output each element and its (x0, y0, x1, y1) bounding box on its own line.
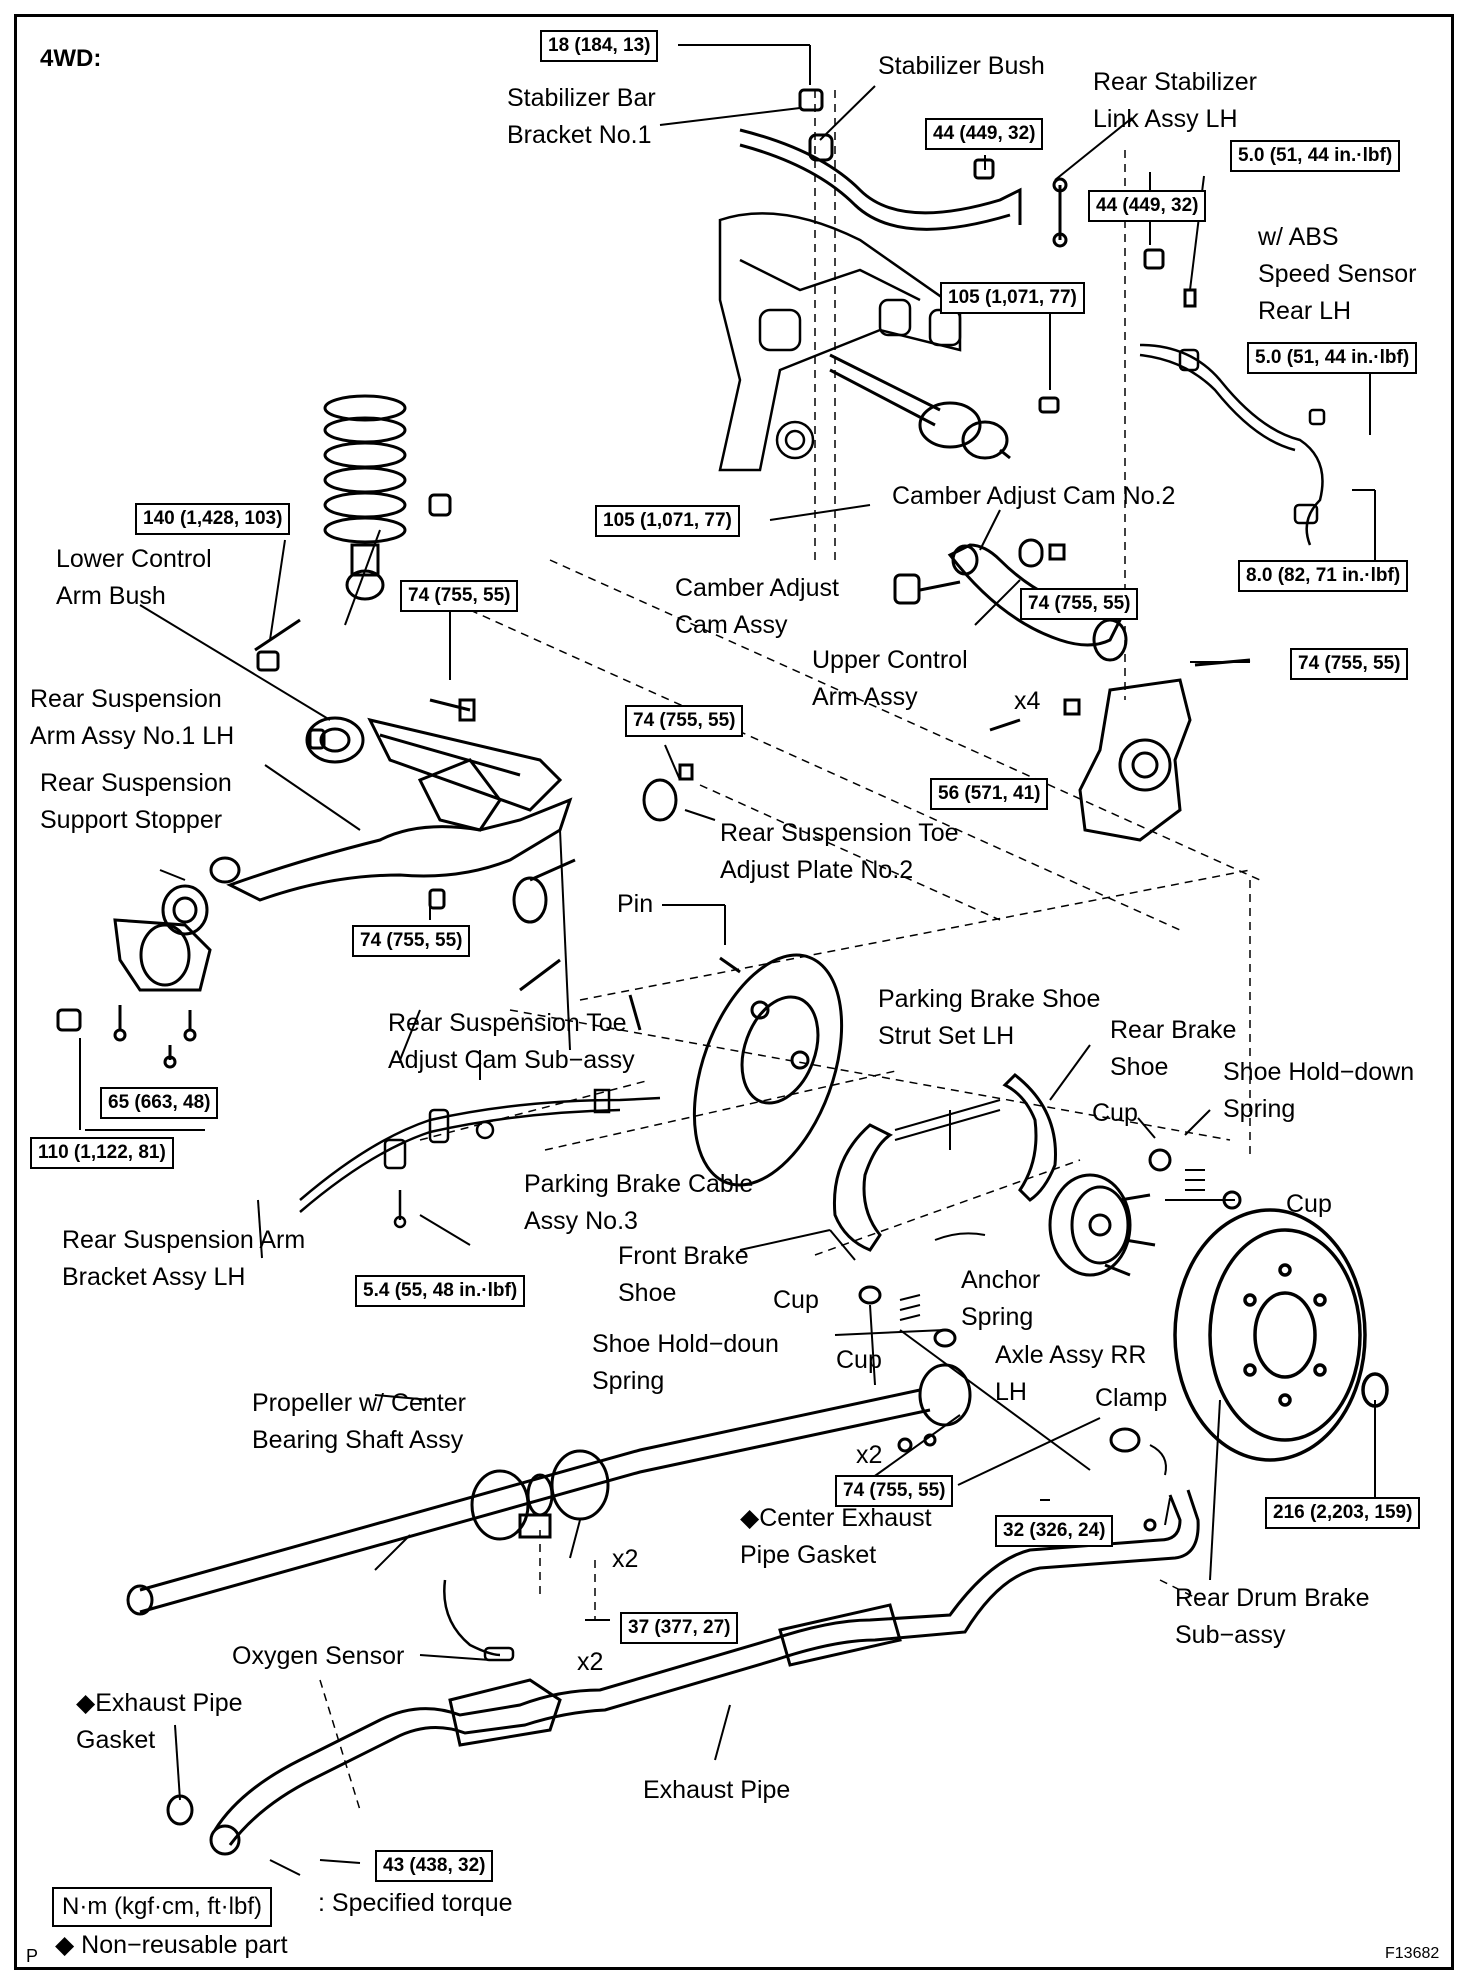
propeller-shaft (126, 1363, 972, 1616)
coil-spring-shock (254, 394, 452, 672)
label-shoe-holddown-spring-right: Shoe Hold−down Spring (1223, 1058, 1415, 1123)
label-exhaust-pipe-gasket: ◆Exhaust Pipe Gasket (76, 1685, 243, 1759)
torque-spec-center-bearing: 37 (377, 27) (620, 1612, 739, 1644)
label-camber-cam-no2: Camber Adjust Cam No.2 (892, 482, 1176, 510)
parking-brake-cable (299, 1088, 661, 1229)
drive-shaft (829, 353, 1060, 460)
label-cup-2: Cup (1286, 1190, 1332, 1218)
label-cup-3: Cup (773, 1286, 819, 1314)
label-rear-stabilizer-link: Rear Stabilizer Link Assy LH (1093, 68, 1257, 133)
label-lower-control-arm-bush: Lower Control Arm Bush (56, 545, 212, 610)
upper-control-arm (893, 538, 1128, 662)
nonreusable-mark: ◆ (740, 1504, 760, 1532)
label-arm-bracket: Rear Suspension Arm Bracket Assy LH (62, 1226, 306, 1291)
label-support-stopper: Rear Suspension Support Stopper (40, 769, 232, 834)
torque-spec-abs-sensor: 8.0 (82, 71 in.·lbf) (1238, 560, 1409, 592)
label-pin: Pin (617, 890, 654, 918)
torque-spec-stab-link-upper: 44 (449, 32) (925, 118, 1044, 150)
torque-spec-axle-nut: 216 (2,203, 159) (1265, 1497, 1421, 1529)
torque-spec-cable-bracket: 5.4 (55, 48 in.·lbf) (355, 1275, 526, 1307)
label-oxygen-sensor: Oxygen Sensor (232, 1642, 405, 1670)
brake-drum (1173, 1208, 1389, 1462)
label-cup-4: Cup (836, 1346, 882, 1374)
label-parking-brake-shoe-strut: Parking Brake Shoe Strut Set LH (878, 985, 1101, 1050)
lower-control-arm (305, 698, 563, 812)
label-exhaust-pipe-gasket-text: Exhaust Pipe Gasket (76, 1689, 243, 1754)
label-stabilizer-bush: Stabilizer Bush (878, 52, 1045, 80)
torque-spec-abs-bolt-lower: 5.0 (51, 44 in.·lbf) (1247, 342, 1418, 374)
torque-spec-bracket-bolt: 18 (184, 13) (540, 30, 659, 62)
label-parking-brake-cable: Parking Brake Cable Assy No.3 (524, 1170, 754, 1235)
torque-spec-exhaust-bolt: 43 (438, 32) (375, 1850, 494, 1882)
label-cup-1: Cup (1092, 1099, 1138, 1127)
torque-spec-knuckle-bolt: 74 (755, 55) (1290, 648, 1409, 680)
brake-shoes (832, 1073, 1242, 1348)
label-rear-brake-shoe: Rear Brake Shoe (1110, 1016, 1237, 1081)
torque-spec-abs-bolt-upper: 5.0 (51, 44 in.·lbf) (1230, 140, 1401, 172)
torque-spec-subframe-bolt: 105 (1,071, 77) (595, 505, 740, 537)
label-anchor-spring: Anchor Spring (961, 1266, 1041, 1331)
figure-id: F13682 (1385, 1945, 1440, 1962)
toe-cam (512, 763, 694, 992)
stabilizer-bar (739, 88, 1022, 231)
label-shoe-holddown-spring-left: Shoe Hold−doun Spring (592, 1330, 779, 1395)
torque-spec-propeller-flange: 74 (755, 55) (835, 1475, 954, 1507)
label-exhaust-pipe: Exhaust Pipe (643, 1776, 791, 1804)
torque-spec-subframe-nut: 105 (1,071, 77) (940, 282, 1085, 314)
torque-spec-lower-arm-bolt: 74 (755, 55) (400, 580, 519, 612)
label-x2-bearing-bolt: x2 (577, 1648, 604, 1676)
stabilizer-link (1052, 177, 1197, 308)
label-clamp: Clamp (1095, 1384, 1168, 1412)
label-x2-propeller: x2 (856, 1441, 883, 1469)
label-front-brake-shoe: Front Brake Shoe (618, 1242, 749, 1307)
exhaust-pipe (166, 1427, 1200, 1876)
torque-spec-exhaust-clamp: 32 (326, 24) (995, 1515, 1114, 1547)
label-camber-adjust-cam: Camber Adjust Cam Assy (675, 574, 839, 639)
diagram-frame (14, 14, 1454, 1970)
label-rear-drum-brake: Rear Drum Brake Sub−assy (1175, 1584, 1370, 1649)
label-toe-adjust-cam: Rear Suspension Toe Adjust Cam Sub−assy (388, 1009, 635, 1074)
label-center-exhaust-gasket: ◆Center Exhaust Pipe Gasket (740, 1500, 932, 1574)
corner-mark: P (26, 1946, 39, 1966)
nonreusable-mark: ◆ (55, 1931, 82, 1959)
torque-spec-stab-link-lower: 44 (449, 32) (1088, 190, 1207, 222)
label-axle-assy: Axle Assy RR LH (995, 1341, 1147, 1406)
label-toe-adjust-plate: Rear Suspension Toe Adjust Plate No.2 (720, 819, 959, 884)
label-center-exhaust-gasket-text: Center Exhaust Pipe Gasket (740, 1504, 932, 1569)
torque-spec-toe-plate: 74 (755, 55) (625, 705, 744, 737)
legend-nonreusable: ◆ Non−reusable part (55, 1927, 288, 1964)
suspension-arm (209, 758, 573, 910)
backing-plate (628, 953, 844, 1187)
nonreusable-mark: ◆ (76, 1689, 96, 1717)
torque-spec-shock-bolt: 140 (1,428, 103) (135, 503, 291, 535)
label-abs-speed-sensor: w/ ABS Speed Sensor Rear LH (1258, 223, 1417, 325)
legend-specified-torque: : Specified torque (318, 1889, 513, 1917)
label-propeller-shaft: Propeller w/ Center Bearing Shaft Assy (252, 1389, 466, 1454)
label-upper-control-arm: Upper Control Arm Assy (812, 646, 968, 711)
arm-bracket (56, 884, 212, 1069)
label-rear-suspension-arm: Rear Suspension Arm Assy No.1 LH (30, 685, 235, 750)
abs-speed-sensor (1139, 343, 1326, 546)
torque-spec-bracket-nut: 110 (1,122, 81) (30, 1137, 174, 1169)
legend-nonreusable-text: Non−reusable part (81, 1931, 288, 1959)
label-stabilizer-bracket: Stabilizer Bar Bracket No.1 (507, 84, 656, 149)
oxygen-sensor (443, 1579, 515, 1662)
dashed-alignment-lines (319, 90, 1261, 1811)
label-x4: x4 (1014, 687, 1041, 715)
knuckle (989, 658, 1251, 842)
subframe (718, 212, 962, 472)
torque-spec-knuckle-nut: 56 (571, 41) (930, 778, 1049, 810)
torque-spec-bracket-bolts: 65 (663, 48) (100, 1087, 219, 1119)
page-title: 4WD: (40, 45, 102, 72)
torque-spec-arm-nut: 74 (755, 55) (352, 925, 471, 957)
legend-unit-box: N·m (kgf·cm, ft·lbf) (52, 1887, 272, 1927)
torque-spec-upper-arm-nut: 74 (755, 55) (1020, 588, 1139, 620)
axle-hub (1048, 1173, 1156, 1277)
label-x2-bearing-nut: x2 (612, 1545, 639, 1573)
